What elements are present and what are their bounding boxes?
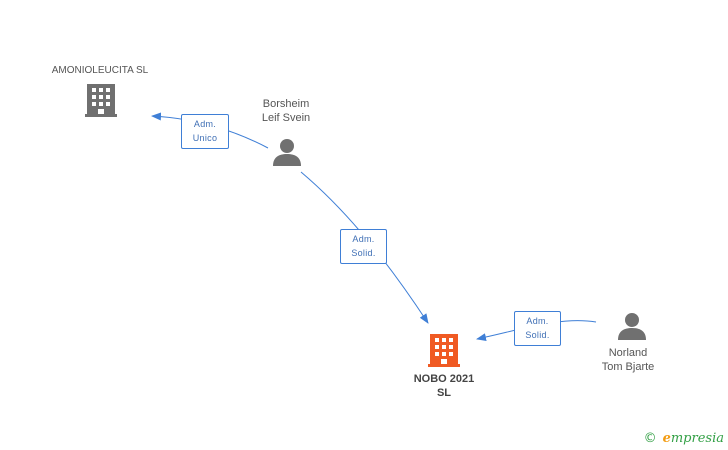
node-label-nobo: NOBO 2021 SL xyxy=(384,372,504,400)
node-label-borsheim-line1: Borsheim xyxy=(262,98,310,110)
building-icon[interactable] xyxy=(85,82,117,118)
node-label-borsheim-line2: Leif Svein xyxy=(261,112,311,124)
node-label-borsheim: Borsheim Leif Svein xyxy=(226,97,346,125)
empresia-logo: © empresia xyxy=(644,431,724,446)
node-label-nobo-line2: SL xyxy=(436,387,452,399)
person-icon[interactable] xyxy=(272,137,302,167)
node-label-amonioleucita: AMONIOLEUCITA SL xyxy=(51,65,149,76)
node-label-norland-line2: Tom Bjarte xyxy=(601,361,655,373)
node-label-norland-line1: Norland xyxy=(608,347,648,359)
person-icon[interactable] xyxy=(617,311,647,341)
edge-label-adm-solid-borsheim[interactable]: Adm. Solid. xyxy=(340,229,387,264)
copyright-symbol: © xyxy=(643,431,657,446)
building-icon[interactable] xyxy=(428,332,460,368)
brand-initial: e xyxy=(662,431,671,446)
node-label-norland: Norland Tom Bjarte xyxy=(568,346,688,374)
brand-name: mpresia xyxy=(670,431,724,446)
edge-label-adm-solid-norland[interactable]: Adm. Solid. xyxy=(514,311,561,346)
node-label-nobo-line1: NOBO 2021 xyxy=(413,373,475,385)
edge-label-adm-unico[interactable]: Adm. Unico xyxy=(181,114,229,149)
